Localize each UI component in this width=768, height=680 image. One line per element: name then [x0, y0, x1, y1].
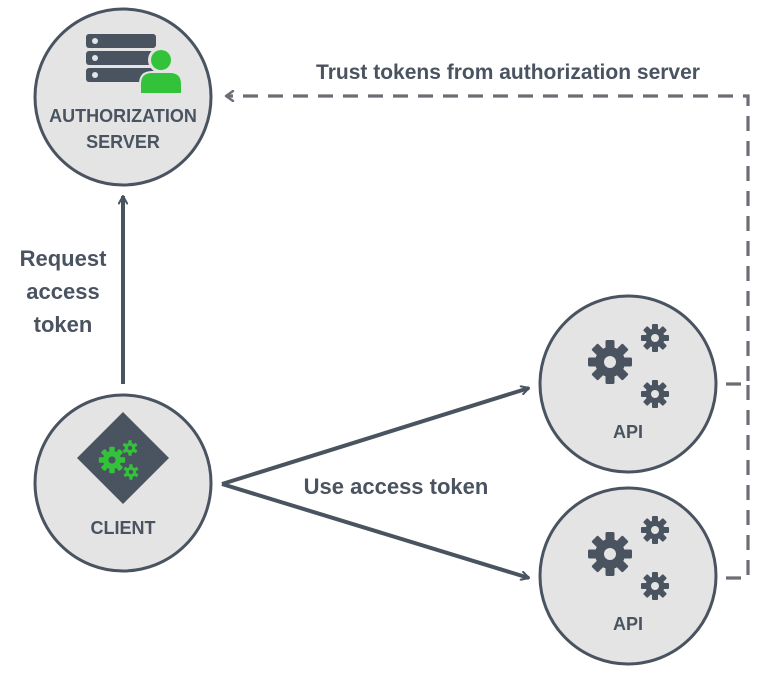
request-edge-label-line2: access: [26, 279, 99, 304]
server-user-icon: [86, 34, 183, 95]
auth-server-label-line1: AUTHORIZATION: [49, 106, 197, 126]
api-node-bottom: API: [538, 486, 718, 666]
auth-server-label-line2: SERVER: [86, 132, 160, 152]
api-bottom-label: API: [613, 614, 643, 634]
trust-edge: [226, 96, 750, 580]
use-edge: [221, 388, 529, 578]
api-node-top: API: [538, 294, 718, 474]
use-edge-label: Use access token: [304, 474, 489, 499]
trust-edge-label: Trust tokens from authorization server: [316, 61, 700, 84]
auth-server-node: AUTHORIZATION SERVER: [33, 7, 213, 187]
client-node: CLIENT: [33, 393, 213, 573]
client-label: CLIENT: [91, 518, 156, 538]
request-edge-label-line1: Request: [20, 246, 107, 271]
diamond-gears-icon: [77, 412, 169, 504]
request-edge-label-line3: token: [34, 312, 93, 337]
api-top-label: API: [613, 422, 643, 442]
